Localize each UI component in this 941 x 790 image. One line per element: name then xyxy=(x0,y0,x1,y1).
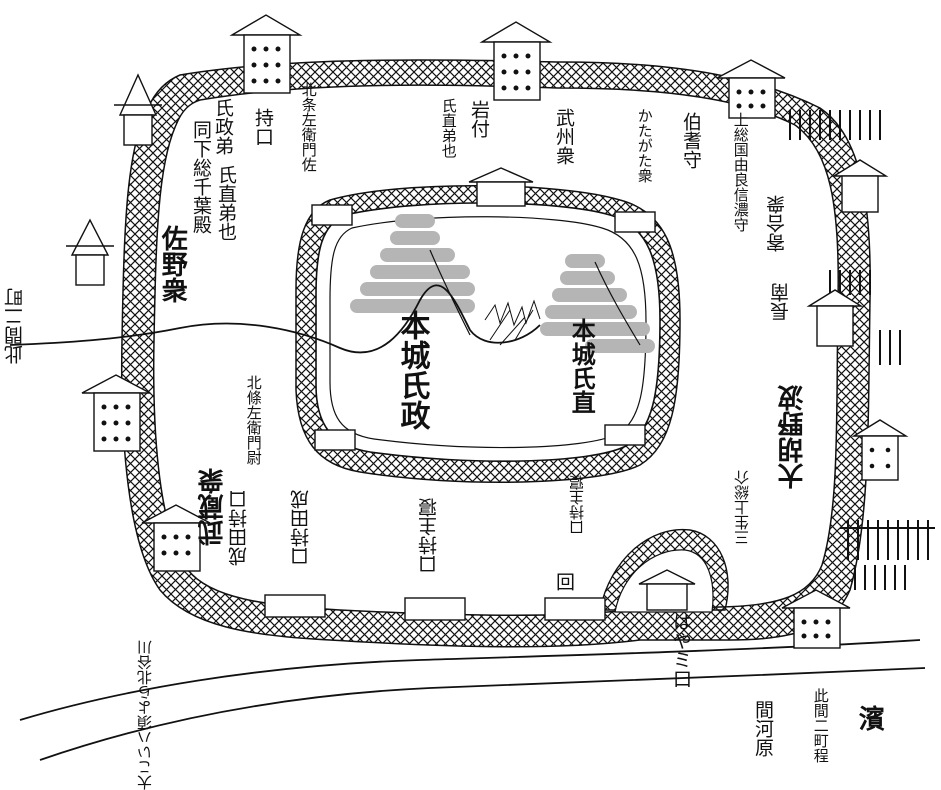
label-musashi-shu: 武蔵衆 xyxy=(198,468,228,546)
river-north-bank xyxy=(19,639,921,721)
label-haya-kawa-guchi: はやミ口 xyxy=(669,612,692,688)
tower-west-2 xyxy=(66,218,114,286)
tower-southwest xyxy=(141,504,211,572)
tower-northwest xyxy=(114,73,162,146)
label-kawara: 間河原 xyxy=(751,700,774,757)
tower-east-2 xyxy=(806,289,864,347)
label-onaji-shimousa: 同下総千葉殿 xyxy=(189,120,212,234)
label-ujinao-brother: 氏直弟也 xyxy=(439,98,458,158)
label-kono-ma-hodo: 此間二町程 xyxy=(811,688,830,763)
label-toshi-guchi: 持口 xyxy=(251,108,274,146)
label-hojo-saemon-jo: 北條左衛門尉 xyxy=(244,375,263,465)
mound-right xyxy=(540,254,655,353)
label-kazusa-yura: 上総国由良信濃守 xyxy=(731,112,750,232)
label-katagata-shu: かたがた衆 xyxy=(635,108,654,183)
east-palisade xyxy=(789,110,935,590)
label-nagaminami: 長南 xyxy=(770,283,792,321)
label-guchi-kansu: 口持主寝 xyxy=(418,498,440,574)
tower-east xyxy=(851,419,909,481)
label-hoki-no-kami: 伯耆守 xyxy=(679,112,702,169)
label-kono-machi-ni: 此間二町 xyxy=(4,288,26,364)
tower-north-2 xyxy=(479,21,553,101)
label-guchi-narita-b: 口持田成 xyxy=(290,490,312,566)
tower-north-1 xyxy=(229,14,303,94)
gatehouse-inner-north xyxy=(468,167,534,207)
tower-far-east xyxy=(831,159,889,213)
gatehouse-south xyxy=(638,569,696,611)
tower-west xyxy=(81,374,151,452)
mound-left xyxy=(350,214,475,313)
wall-gates-south xyxy=(264,204,656,621)
label-mibu-kazusa: 三生上総介 xyxy=(733,470,751,545)
label-hojo-saemon-suke: 北条左衛門佐 xyxy=(299,82,318,172)
river-south-bank xyxy=(39,667,926,761)
label-bushu-shu: 武州衆 xyxy=(552,108,575,165)
label-hama: 濱 xyxy=(854,705,885,731)
label-ujimasa-brother: 氏政弟 xyxy=(211,98,234,155)
label-sano-shu: 佐野衆 xyxy=(157,225,188,303)
label-kai: 回 xyxy=(552,572,575,591)
label-okawa: 大こいハ須よら北谷川 xyxy=(136,640,154,790)
grass-tuft xyxy=(484,299,541,346)
label-hano-daigo: 大胡野波 xyxy=(778,385,808,489)
label-honjo-ujimasa: 本城氏政 xyxy=(394,310,430,430)
label-iwatsuki: 岩付 xyxy=(467,100,490,138)
tower-northeast xyxy=(716,59,786,119)
label-honjo-ujinao: 本城氏直 xyxy=(567,318,596,414)
label-yoriai-shu: 寄合衆 xyxy=(766,195,788,252)
label-guchi-kansu-b: 口持主寝 xyxy=(568,475,586,535)
tower-southeast xyxy=(781,589,851,649)
label-ujinao-brother-ya: 氏直弟也 xyxy=(214,165,237,241)
label-narita-guchi: 成田持口 xyxy=(228,490,250,566)
road-west xyxy=(9,284,541,354)
